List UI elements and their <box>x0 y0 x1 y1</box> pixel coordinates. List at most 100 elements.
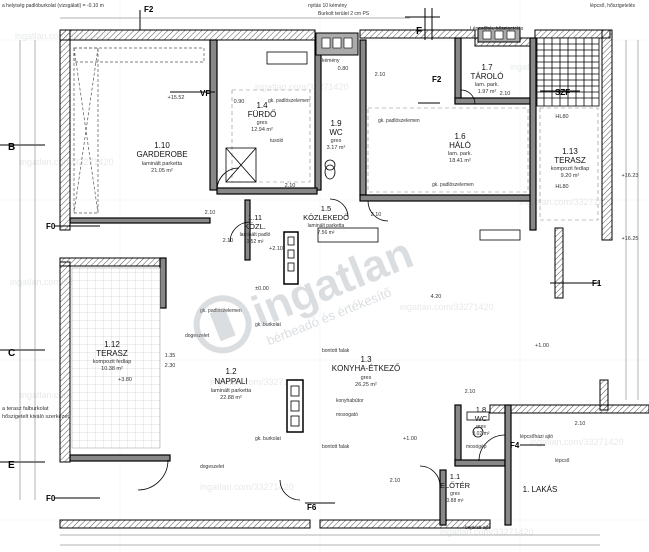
annotation: bontott falak <box>322 444 350 450</box>
watermark-url: ingatlan.com/33271420 <box>520 197 614 207</box>
dimension-label: +1.00 <box>403 436 417 442</box>
annotation: gk. burkolat <box>255 436 281 442</box>
room-name: TERASZ <box>96 349 128 358</box>
room-floor: lam. park. <box>475 82 500 88</box>
dimension-label: +16.23 <box>622 173 639 179</box>
annotation: gk. padlószelemen <box>378 118 420 124</box>
dimension-label: 1.35 <box>165 353 176 359</box>
room-floor: laminált parketta <box>308 223 345 229</box>
side-note: hőszigetelt kiváló szerkezet <box>2 414 69 420</box>
axis-label-f2: F2 <box>144 5 154 14</box>
annotation: lépcső <box>555 458 570 464</box>
exterior-walls <box>59 29 649 529</box>
room-eloter: 1.1 ELŐTÉR gres 3.88 m² <box>440 472 471 504</box>
axis-label-f2-right: F2 <box>432 75 442 84</box>
room-name: TERASZ <box>554 156 586 165</box>
dimension-label: HL80 <box>555 114 568 120</box>
room-number: 1.8 <box>476 405 486 414</box>
axis-label-f4: F4 <box>510 441 520 450</box>
room-area: 3.17 m² <box>327 145 346 151</box>
room-area: 18.41 m² <box>449 158 471 164</box>
annotation: bejárati ajtó <box>465 525 491 531</box>
axis-label-f1: F1 <box>592 279 602 288</box>
room-floor: kompozit fedlap <box>93 359 132 365</box>
room-furdo: 1.4 FÜRDŐ gres 12.94 m² <box>248 101 276 133</box>
dimension-label: 2.10 <box>500 91 511 97</box>
room-floor: gres <box>361 375 372 381</box>
room-floor: laminált parketta <box>211 388 252 394</box>
room-outlines <box>231 89 599 221</box>
dimension-label: 2.10 <box>375 72 386 78</box>
room-floor: gres <box>450 491 460 497</box>
annotation: konyhabútor <box>336 398 364 404</box>
room-name: WC <box>329 128 343 137</box>
room-name: FÜRDŐ <box>248 110 276 119</box>
dimension-label: 2.10 <box>465 389 476 395</box>
room-floor: lam. park. <box>448 151 473 157</box>
room-name: HÁLÓ <box>449 141 471 150</box>
room-tarolo: 1.7 TÁROLÓ lam. park. 1.97 m² <box>471 63 504 95</box>
top-note-right: Lépcsőfok, hőszigetelés <box>470 26 524 32</box>
annotation: dogeszelet <box>185 333 210 339</box>
top-notes: a helyiség padlóburkolat (vizsgálati) = … <box>2 3 636 32</box>
room-number: 1.7 <box>481 63 493 72</box>
room-area: 21.05 m² <box>151 168 173 174</box>
room-name: KONYHA-ÉTKEZŐ <box>332 364 400 373</box>
room-area: 7.56 m² <box>318 230 335 236</box>
watermark-url: ingatlan.com/33271420 <box>210 377 304 387</box>
room-number: 1.12 <box>104 340 120 349</box>
annotation: lépcsőházi ajtó <box>520 434 553 440</box>
room-floor: gres <box>331 138 342 144</box>
room-area: 10.38 m² <box>101 366 123 372</box>
room-floor: kompozit fedlap <box>551 166 590 172</box>
dimension-label: +16.25 <box>622 236 639 242</box>
room-garderobe: 1.10 GARDEROBE laminált parketta 21.05 m… <box>136 141 187 174</box>
room-floor: laminált padló <box>240 232 271 238</box>
room-number: 1.4 <box>256 101 268 110</box>
axis-label-f0: F0 <box>46 222 56 231</box>
room-name: 1. LAKÁS <box>523 485 558 494</box>
room-number: 1.10 <box>154 141 170 150</box>
room-terasz-left: 1.12 TERASZ kompozit fedlap 10.38 m² <box>93 340 132 372</box>
watermark-url: ingatlan.com/33271420 <box>440 527 534 537</box>
watermark-url: ingatlan.com/33271420 <box>200 482 294 492</box>
room-nappali: 1.2 NAPPALI laminált parketta 22.88 m² <box>211 367 252 401</box>
room-wc-bottom: 1.8 WC gres 3.02 m² <box>473 405 490 437</box>
annotation: gk. padlószelemen <box>268 98 310 104</box>
terrace-tiles <box>71 267 161 449</box>
room-halo: 1.6 HÁLÓ lam. park. 18.41 m² <box>448 132 473 164</box>
room-floor: gres <box>257 120 268 126</box>
room-terasz-right: 1.13 TERASZ kompozit fedlap 9.20 m² <box>551 147 590 179</box>
room-name: KÖZLEKEDŐ <box>303 213 349 222</box>
room-area: 9.20 m² <box>561 173 580 179</box>
watermark-url: ingatlan.com/33271420 <box>10 277 104 287</box>
axis-labels: F2 B C E F0 F0 F2 F1 F4 F6 VF SZF F <box>8 5 602 512</box>
dimension-label: 2.30 <box>165 363 176 369</box>
kitchen-counter <box>317 227 521 243</box>
annotation: gk. padlószelemen <box>200 308 242 314</box>
watermark-url: ingatlan.com/33271420 <box>530 437 624 447</box>
room-name: WC <box>475 414 488 423</box>
room-name: TÁROLÓ <box>471 72 504 81</box>
ingatlan-watermark: ingatlan bérbeadó és értékesítő <box>193 228 420 354</box>
room-number: 1.13 <box>562 147 578 156</box>
annotation: tusoló <box>270 138 284 144</box>
annotation: mosogató <box>336 412 358 418</box>
room-floor: gres <box>476 424 486 430</box>
room-name: ELŐTÉR <box>440 481 471 490</box>
bathroom-fixtures <box>225 51 490 438</box>
room-konyha: 1.3 KONYHA-ÉTKEZŐ gres 26.25 m² <box>332 355 400 388</box>
room-number: 1.11 <box>248 213 262 222</box>
axis-label-c: C <box>8 348 15 359</box>
room-area: 3.52 m² <box>247 239 264 245</box>
room-name: GARDEROBE <box>136 150 187 159</box>
room-labels: 1.10 GARDEROBE laminált parketta 21.05 m… <box>93 63 590 504</box>
dimension-label: HL80 <box>555 184 568 190</box>
column-details <box>287 236 300 427</box>
room-area: 3.88 m² <box>447 498 464 504</box>
room-name: NAPPALI <box>214 377 247 386</box>
room-floor: laminált parketta <box>142 161 183 167</box>
room-number: 1.3 <box>360 355 372 364</box>
dimension-label: 2.10 <box>371 212 382 218</box>
watermark-url: ingatlan.com/33271420 <box>400 302 494 312</box>
